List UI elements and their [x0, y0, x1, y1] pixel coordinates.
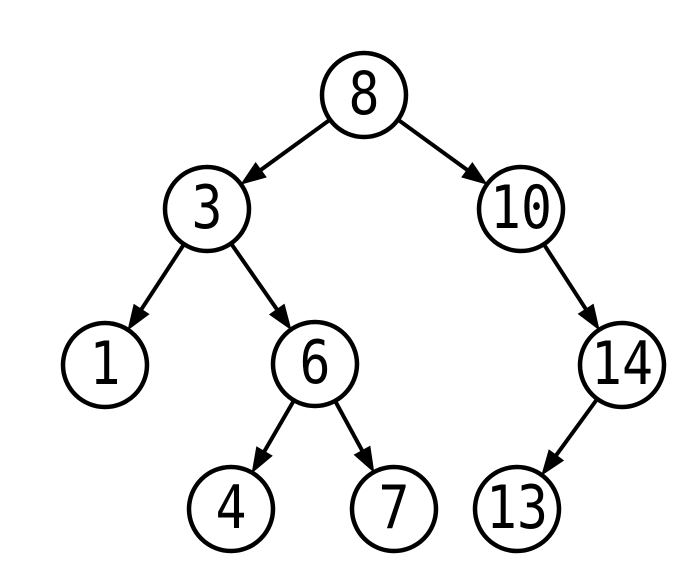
- node-label: 8: [349, 59, 380, 129]
- tree-node-4: 4: [186, 464, 276, 554]
- edge-3-6: [229, 243, 286, 320]
- node-circle: [60, 320, 150, 410]
- node-label: 10: [490, 173, 552, 243]
- edge-8-10: [397, 118, 478, 179]
- node-circle: [349, 464, 439, 554]
- arrowhead-6-4: [251, 446, 273, 474]
- node-circle: [577, 320, 667, 410]
- node-circle: [162, 164, 252, 254]
- node-label: 13: [486, 473, 548, 543]
- node-circle: [476, 164, 566, 254]
- node-label: 6: [300, 328, 331, 398]
- node-circle: [472, 464, 562, 554]
- tree-node-14: 14: [577, 320, 667, 410]
- tree-node-6: 6: [270, 319, 360, 409]
- arrowhead-10-14: [577, 303, 600, 331]
- edge-8-3: [250, 118, 331, 179]
- arrowhead-3-6: [268, 303, 292, 331]
- node-circle: [270, 319, 360, 409]
- arrowhead-14-13: [541, 449, 565, 476]
- edge-14-13: [547, 398, 599, 466]
- node-label: 14: [591, 329, 653, 399]
- edge-10-14: [542, 244, 594, 320]
- edge-3-1: [133, 243, 186, 320]
- node-label: 4: [216, 473, 247, 543]
- arrowhead-8-3: [240, 161, 267, 185]
- node-label: 3: [192, 173, 223, 243]
- tree-node-7: 7: [349, 464, 439, 554]
- arrowhead-8-10: [461, 161, 488, 185]
- tree-node-8: 8: [319, 50, 409, 140]
- tree-node-3: 3: [162, 164, 252, 254]
- tree-node-10: 10: [476, 164, 566, 254]
- node-circle: [319, 50, 409, 140]
- tree-node-13: 13: [472, 464, 562, 554]
- arrowhead-6-7: [353, 445, 375, 473]
- node-label: 7: [379, 473, 410, 543]
- node-circle: [186, 464, 276, 554]
- tree-node-1: 1: [60, 320, 150, 410]
- node-label: 1: [90, 329, 121, 399]
- arrowhead-3-1: [127, 303, 150, 331]
